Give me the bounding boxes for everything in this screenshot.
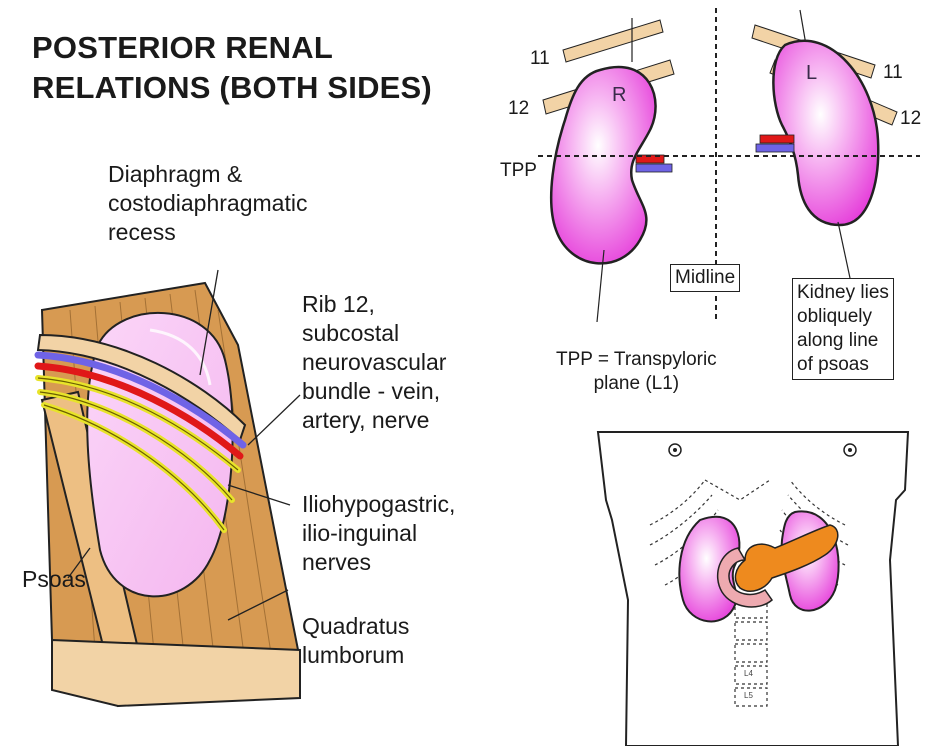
posterior-abdominal-wall-figure xyxy=(38,270,300,706)
tpp-marker-label: TPP xyxy=(500,160,537,182)
rib-12-right-label: 12 xyxy=(900,108,921,130)
nerves-label: Iliohypogastric, ilio-inguinal nerves xyxy=(302,490,455,577)
diaphragm-label: Diaphragm & costodiaphragmatic recess xyxy=(108,160,307,247)
oblique-note-label: Kidney lies obliquely along line of psoa… xyxy=(792,278,894,380)
right-renal-vein xyxy=(636,164,672,172)
page-title: POSTERIOR RENAL RELATIONS (BOTH SIDES) xyxy=(32,28,432,108)
psoas-label: Psoas xyxy=(22,565,86,594)
left-renal-vein xyxy=(756,144,794,152)
quadratus-lumborum-label: Quadratus lumborum xyxy=(302,612,409,670)
vertebra-l5-label: L5 xyxy=(744,691,753,700)
vertebra-l4-label: L4 xyxy=(744,669,753,678)
left-kidney-letter: L xyxy=(806,62,817,85)
midline-label: Midline xyxy=(670,264,740,292)
rib-12-left-label: 12 xyxy=(508,98,529,120)
torso-figure xyxy=(598,432,908,746)
rib-12-label: Rib 12, subcostal neurovascular bundle -… xyxy=(302,290,446,435)
rib-11-left xyxy=(563,20,663,62)
title-line-2: RELATIONS (BOTH SIDES) xyxy=(32,68,432,108)
iliac-base xyxy=(52,640,300,706)
left-renal-artery xyxy=(760,135,794,143)
title-line-1: POSTERIOR RENAL xyxy=(32,28,432,68)
tpp-definition-label: TPP = Transpyloric plane (L1) xyxy=(556,348,717,396)
rib-11-left-label: 11 xyxy=(530,48,550,70)
right-kidney-letter: R xyxy=(612,84,626,107)
rib-11-right-label: 11 xyxy=(883,62,903,84)
